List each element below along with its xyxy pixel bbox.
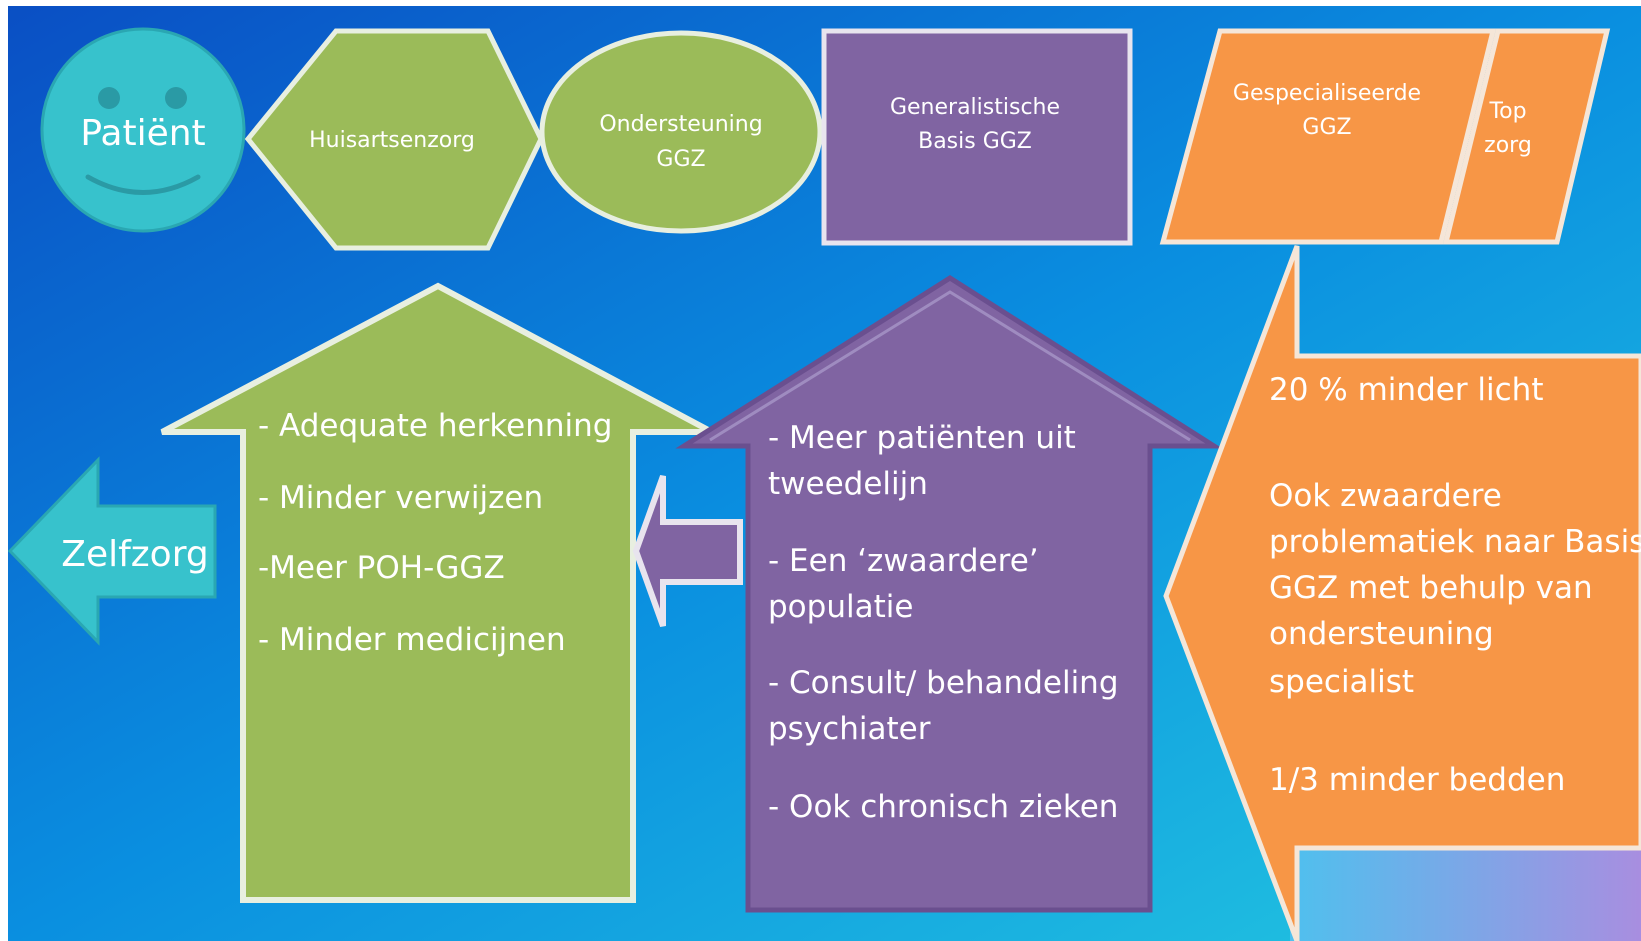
topzorg-label-line2: zorg — [1484, 133, 1532, 158]
orange-item-1: 20 % minder licht — [1269, 372, 1544, 408]
zelfzorg-label: Zelfzorg — [61, 534, 208, 575]
green-item-1: - Adequate herkenning — [258, 408, 612, 444]
orange-left-arrow: 20 % minder licht Ook zwaardere problema… — [1163, 245, 1641, 941]
orange-item-2c: GGZ met behulp van — [1269, 570, 1593, 606]
purple-up-arrow: - Meer patiënten uit tweedelijn - Een ‘z… — [675, 275, 1223, 913]
orange-item-2b: problematiek naar Basis — [1269, 524, 1641, 560]
purple-item-4: - Ook chronisch zieken — [768, 789, 1118, 825]
huisartsenzorg-label: Huisartsenzorg — [309, 128, 475, 153]
generalistische-basis-node: Generalistische Basis GGZ — [821, 28, 1133, 246]
orange-item-2d: ondersteuning — [1269, 616, 1494, 652]
ondersteuning-label-line1: Ondersteuning — [599, 112, 762, 137]
patient-label: Patiënt — [80, 113, 205, 154]
gespecialiseerde-label-line2: GGZ — [1302, 115, 1351, 140]
ondersteuning-label-line2: GGZ — [656, 147, 705, 172]
green-up-arrow: - Adequate herkenning - Minder verwijzen… — [160, 282, 714, 903]
topzorg-node: Top zorg — [1442, 28, 1611, 245]
purple-item-2: - Een ‘zwaardere’ — [768, 543, 1039, 579]
gespecialiseerde-label-line1: Gespecialiseerde — [1233, 81, 1421, 106]
purple-item-1b: tweedelijn — [768, 466, 928, 502]
purple-item-3b: psychiater — [768, 711, 931, 747]
purple-item-2b: populatie — [768, 589, 913, 625]
green-item-2: - Minder verwijzen — [258, 480, 543, 516]
purple-item-3: - Consult/ behandeling — [768, 665, 1119, 701]
gespecialiseerde-ggz-node: Gespecialiseerde GGZ — [1159, 28, 1497, 245]
orange-item-2a: Ook zwaardere — [1269, 478, 1502, 514]
green-item-3: -Meer POH-GGZ — [258, 550, 505, 586]
purple-left-arrow — [632, 474, 743, 628]
orange-item-2e: specialist — [1269, 664, 1414, 700]
purple-item-1: - Meer patiënten uit — [768, 420, 1076, 456]
generalistische-label-line1: Generalistische — [890, 95, 1060, 120]
smiley-eye-right — [165, 87, 187, 109]
orange-item-3: 1/3 minder bedden — [1269, 762, 1565, 798]
smiley-mouth — [85, 174, 201, 195]
topzorg-label-line1: Top — [1488, 99, 1526, 124]
smiley-eye-left — [98, 87, 120, 109]
patient-node: Patiënt — [40, 27, 246, 233]
generalistische-label-line2: Basis GGZ — [918, 129, 1032, 154]
ondersteuning-ggz-node: Ondersteuning GGZ — [539, 30, 823, 234]
zelfzorg-arrow: Zelfzorg — [7, 456, 217, 646]
huisartsenzorg-node: Huisartsenzorg — [244, 28, 544, 251]
corner-highlight — [1290, 848, 1641, 941]
green-item-4: - Minder medicijnen — [258, 622, 566, 658]
